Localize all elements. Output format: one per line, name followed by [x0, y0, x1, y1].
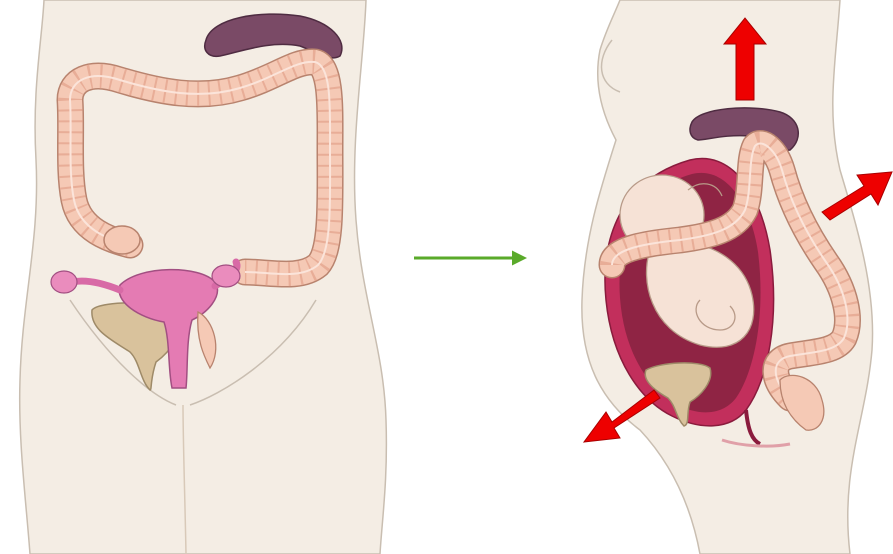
panel-after: [582, 0, 892, 554]
panel-before: [20, 0, 387, 554]
